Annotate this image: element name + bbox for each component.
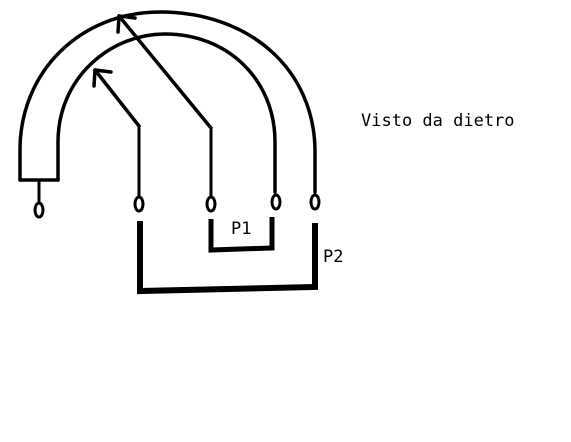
inner-track-arc	[56, 32, 277, 194]
view-caption: Visto da dietro	[361, 111, 515, 131]
pin-5	[309, 193, 321, 211]
wiper-outer-shaft	[117, 14, 213, 130]
bridge-p2	[137, 221, 318, 295]
pin-3	[205, 195, 217, 213]
terminal-leads	[37, 126, 213, 202]
bridge-p1-label: P1	[231, 219, 251, 239]
wiper-outer-arrowhead	[116, 14, 137, 34]
bridge-p1	[208, 217, 275, 253]
wiper-inner-shaft	[93, 68, 141, 128]
pin-2	[133, 195, 145, 213]
wiper-inner-arrowhead	[92, 68, 113, 88]
pin-1	[33, 201, 45, 219]
outer-track-arc	[18, 10, 317, 194]
resistive-track	[18, 10, 317, 194]
bridge-p2-label: P2	[323, 247, 343, 267]
pin-4	[270, 193, 282, 211]
wipers	[92, 14, 213, 130]
terminal-pins	[33, 193, 321, 219]
